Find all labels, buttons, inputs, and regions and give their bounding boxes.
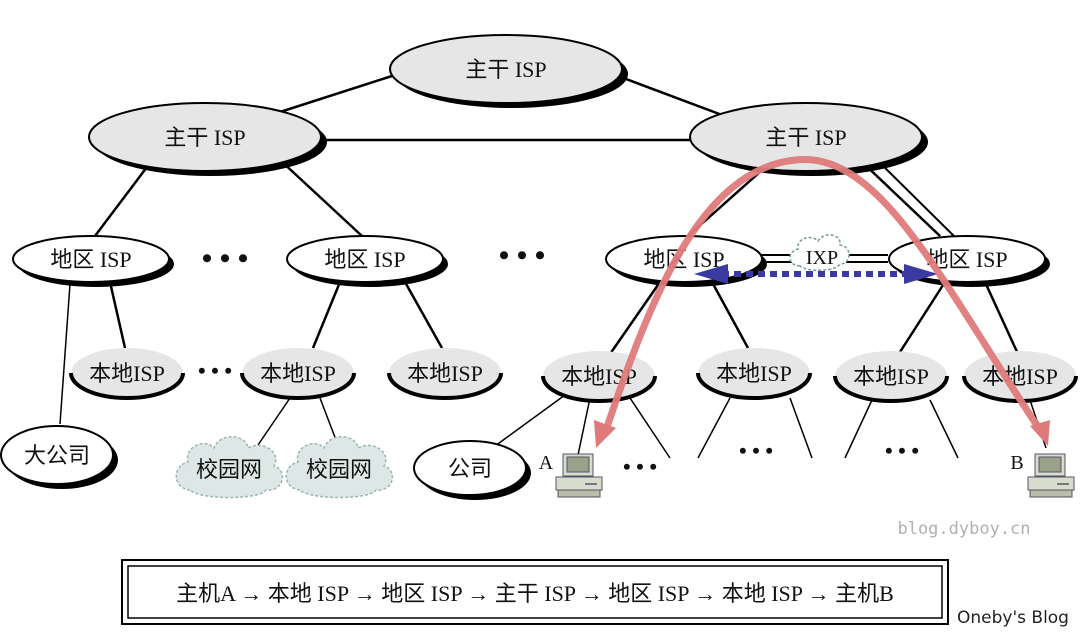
computer-icon-host-b	[1027, 453, 1075, 498]
route-summary-box: 主机A → 本地 ISP → 地区 ISP → 主干 ISP → 地区 ISP …	[121, 559, 949, 625]
local-isp-7-label: 本地ISP	[982, 364, 1058, 389]
big-company-label: 大公司	[24, 443, 90, 468]
backbone-isp-right-label: 主干 ISP	[765, 125, 846, 150]
watermark-site: blog.dyboy.cn	[897, 519, 1030, 539]
local-isp-6: 本地ISP	[833, 351, 949, 403]
campus-network-2: 校园网	[285, 436, 394, 499]
campus-network-1: 校园网	[175, 436, 284, 499]
local-isp-2-label: 本地ISP	[260, 361, 336, 386]
computer-icon-host-a	[555, 453, 603, 498]
company-node: 公司	[413, 440, 531, 500]
backbone-isp-right: 主干 ISP	[689, 102, 928, 176]
big-company-node: 大公司	[0, 425, 118, 489]
local-isp-1: 本地ISP	[69, 348, 185, 400]
regional-isp-1-label: 地区 ISP	[50, 247, 131, 272]
ellipsis-host-3: • • •	[885, 438, 919, 463]
watermark-blog: Oneby's Blog	[957, 608, 1069, 628]
local-isp-3: 本地ISP	[387, 348, 503, 400]
local-isp-5: 本地ISP	[696, 348, 812, 400]
ellipsis-regional-1: • • •	[202, 242, 249, 275]
campus-network-1-label: 校园网	[196, 457, 262, 482]
backbone-isp-left: 主干 ISP	[88, 102, 327, 176]
regional-isp-1: 地区 ISP	[12, 235, 174, 287]
campus-network-2-label: 校园网	[306, 457, 372, 482]
regional-isp-2-label: 地区 ISP	[324, 247, 405, 272]
route-path-arrow	[594, 156, 1050, 448]
local-isp-6-label: 本地ISP	[853, 364, 929, 389]
regional-isp-4: 地区 ISP	[888, 235, 1050, 287]
ellipsis-host-2: • • •	[739, 438, 773, 463]
local-isp-4: 本地ISP	[541, 351, 657, 403]
ellipsis-local: • • •	[198, 358, 232, 383]
backbone-isp-top-label: 主干 ISP	[465, 57, 546, 82]
ellipsis-host-1: • • •	[623, 454, 657, 479]
local-isp-2: 本地ISP	[240, 348, 356, 400]
regional-isp-2: 地区 ISP	[286, 235, 448, 287]
company-label: 公司	[448, 456, 492, 481]
backbone-isp-top: 主干 ISP	[389, 34, 628, 108]
local-isp-5-label: 本地ISP	[716, 361, 792, 386]
local-isp-1-label: 本地ISP	[89, 361, 165, 386]
host-a-label: A	[539, 452, 554, 474]
ixp-cloud: IXP	[789, 234, 850, 271]
ixp-label: IXP	[806, 247, 838, 269]
regional-isp-4-label: 地区 ISP	[926, 247, 1007, 272]
backbone-isp-left-label: 主干 ISP	[164, 125, 245, 150]
ixp-peering-arrow	[694, 264, 938, 284]
local-isp-3-label: 本地ISP	[407, 361, 483, 386]
ellipsis-regional-2: • • •	[499, 239, 546, 272]
host-b-label: B	[1010, 452, 1023, 474]
route-summary-text: 主机A → 本地 ISP → 地区 ISP → 主干 ISP → 地区 ISP …	[176, 581, 894, 606]
